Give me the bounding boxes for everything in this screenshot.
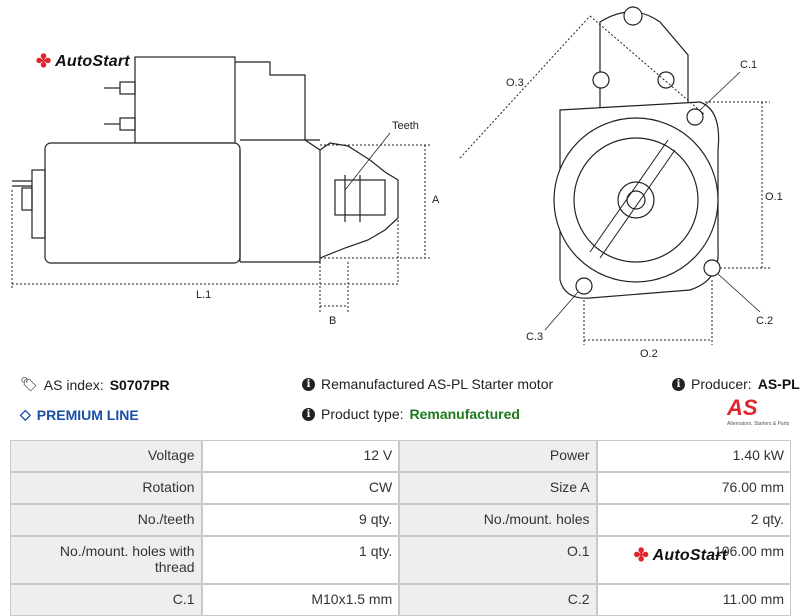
autostart-logo-text: AutoStart (55, 52, 130, 70)
spec-value: 12 V (201, 440, 400, 472)
as-pl-logo: AS Alternators, Starters & Parts (727, 397, 793, 432)
dim-o2-label: O.2 (640, 348, 658, 360)
premium-line-text: PREMIUM LINE (36, 406, 139, 423)
teeth-label: Teeth (392, 120, 419, 132)
autostart-logo: ✤ AutoStart (36, 51, 130, 72)
as-pl-tagline: Alternators, Starters & Parts (727, 421, 790, 427)
autostart-watermark: ✤ AutoStart (634, 545, 728, 566)
spec-label: No./mount. holes (399, 504, 597, 536)
description: i Remanufactured AS-PL Starter motor (302, 376, 553, 392)
tag-icon: 🏷 (20, 376, 38, 392)
dim-b-label: B (329, 315, 336, 327)
autostart-mark-icon: ✤ (633, 545, 649, 565)
spec-label: Size A (399, 472, 597, 504)
dim-c3-label: C.3 (526, 331, 543, 343)
dim-c2-label: C.2 (756, 315, 773, 327)
spec-table: Voltage 12 V Power 1.40 kW Rotation CW S… (10, 440, 791, 616)
description-text: Remanufactured AS-PL Starter motor (321, 376, 554, 392)
producer: i Producer: AS-PL (672, 376, 800, 392)
as-pl-logo-text: AS (727, 395, 758, 420)
spec-label: Power (399, 440, 597, 472)
info-icon: i (302, 377, 315, 391)
spec-value: 2 qty. (596, 504, 791, 536)
dim-o3-label: O.3 (506, 77, 524, 89)
spec-label: O.1 (399, 536, 597, 584)
spec-label: C.1 (10, 584, 202, 616)
table-row: No./teeth 9 qty. No./mount. holes 2 qty. (10, 504, 791, 536)
spec-value-cell: 106.00 mm ✤ AutoStart (596, 536, 791, 584)
spec-label: No./mount. holes with thread (10, 536, 202, 584)
premium-line: ◇ PREMIUM LINE (20, 406, 139, 423)
dim-c1-label: C.1 (740, 59, 757, 71)
spec-value: 11.00 mm (596, 584, 791, 616)
producer-label: Producer: (691, 376, 752, 392)
as-index-value: S0707PR (109, 376, 170, 393)
spec-value: 1 qty. (201, 536, 400, 584)
info-icon: i (302, 407, 315, 421)
spec-value: 1.40 kW (596, 440, 791, 472)
table-row: C.1 M10x1.5 mm C.2 11.00 mm (10, 584, 791, 616)
technical-drawing: Teeth A B L.1 O.3 O.1 O.2 C.1 C.2 C.3 (11, 6, 783, 360)
as-index: 🏷 AS index: S0707PR (20, 376, 170, 393)
dim-o1-label: O.1 (765, 191, 783, 203)
spec-label: No./teeth (10, 504, 202, 536)
spec-label: C.2 (399, 584, 597, 616)
spec-value: 76.00 mm (596, 472, 791, 504)
info-icon: i (672, 377, 685, 391)
spec-value: 106.00 mm (713, 543, 784, 559)
dim-l1-label: L.1 (196, 289, 211, 301)
spec-label: Rotation (10, 472, 202, 504)
dim-a-label: A (432, 194, 440, 206)
autostart-mark-icon: ✤ (36, 51, 52, 71)
product-type: i Product type: Remanufactured (302, 406, 520, 422)
product-type-label: Product type: (321, 406, 404, 422)
spec-value: 9 qty. (201, 504, 400, 536)
table-row: No./mount. holes with thread 1 qty. O.1 … (10, 536, 791, 584)
autostart-logo-text: AutoStart (652, 546, 728, 564)
spec-value: M10x1.5 mm (201, 584, 400, 616)
as-index-label: AS index: (43, 376, 104, 393)
spec-value: CW (201, 472, 400, 504)
spec-label: Voltage (10, 440, 202, 472)
product-type-value: Remanufactured (409, 406, 520, 422)
diamond-icon: ◇ (20, 406, 31, 422)
table-row: Rotation CW Size A 76.00 mm (10, 472, 791, 504)
producer-value: AS-PL (757, 376, 800, 392)
table-row: Voltage 12 V Power 1.40 kW (10, 440, 791, 472)
